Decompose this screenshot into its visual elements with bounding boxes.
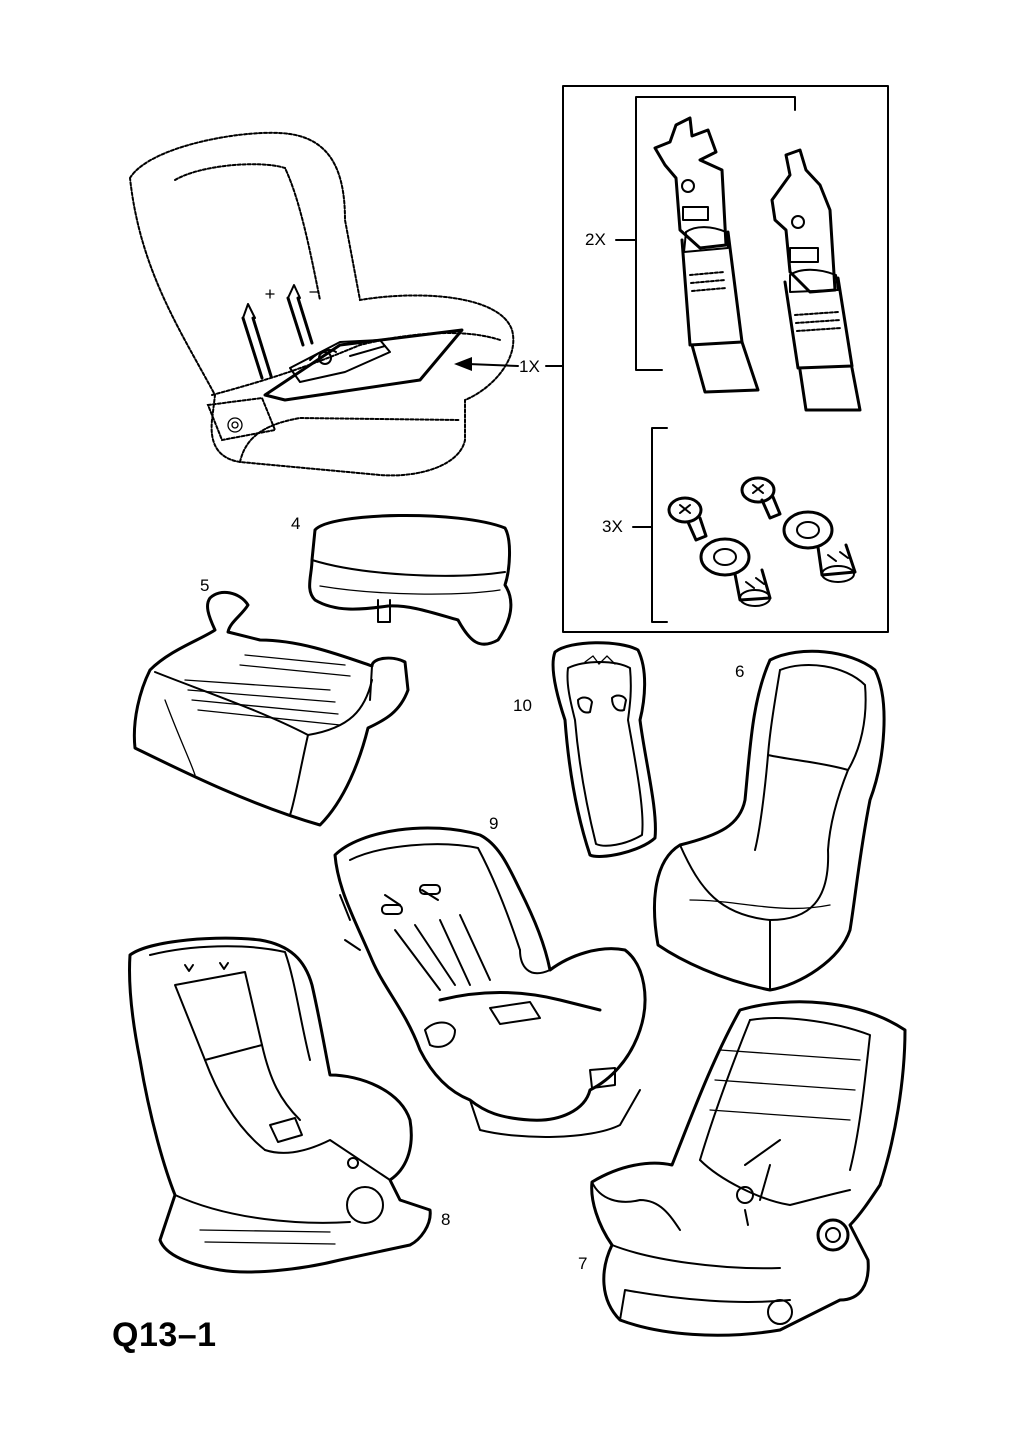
callout-4: 4 <box>291 514 300 533</box>
callout-8: 8 <box>441 1210 450 1229</box>
booster-seat-icon <box>132 590 410 827</box>
belt-tongue-icon <box>653 116 760 394</box>
convertible-child-seat-icon <box>127 936 432 1274</box>
callout-1x: 1X <box>519 357 540 376</box>
callout-6: 6 <box>735 662 744 681</box>
callout-7: 7 <box>578 1254 587 1273</box>
vehicle-seat-with-anchorages-icon <box>128 131 519 477</box>
threaded-insert-icon <box>699 537 772 607</box>
callout-9: 9 <box>489 814 498 833</box>
callout-10: 10 <box>513 696 532 715</box>
callout-5: 5 <box>200 576 209 595</box>
infant-seat-icon <box>652 649 886 992</box>
callout-3x: 3X <box>602 517 623 536</box>
bracket-3x <box>651 427 668 623</box>
baby-carrier-icon <box>590 1000 907 1337</box>
child-seat-icon <box>333 826 647 1138</box>
page-code: Q13–1 <box>112 1316 217 1354</box>
bracket-2x <box>635 96 796 371</box>
callout-2x: 2X <box>585 230 606 249</box>
booster-cushion-icon <box>308 513 513 646</box>
screw-icon <box>740 476 782 520</box>
belt-tongue-icon <box>770 148 862 412</box>
screw-icon <box>667 496 708 542</box>
seat-insert-pad-icon <box>551 641 657 858</box>
detail-inset-frame <box>562 85 889 633</box>
threaded-insert-icon <box>782 510 857 583</box>
